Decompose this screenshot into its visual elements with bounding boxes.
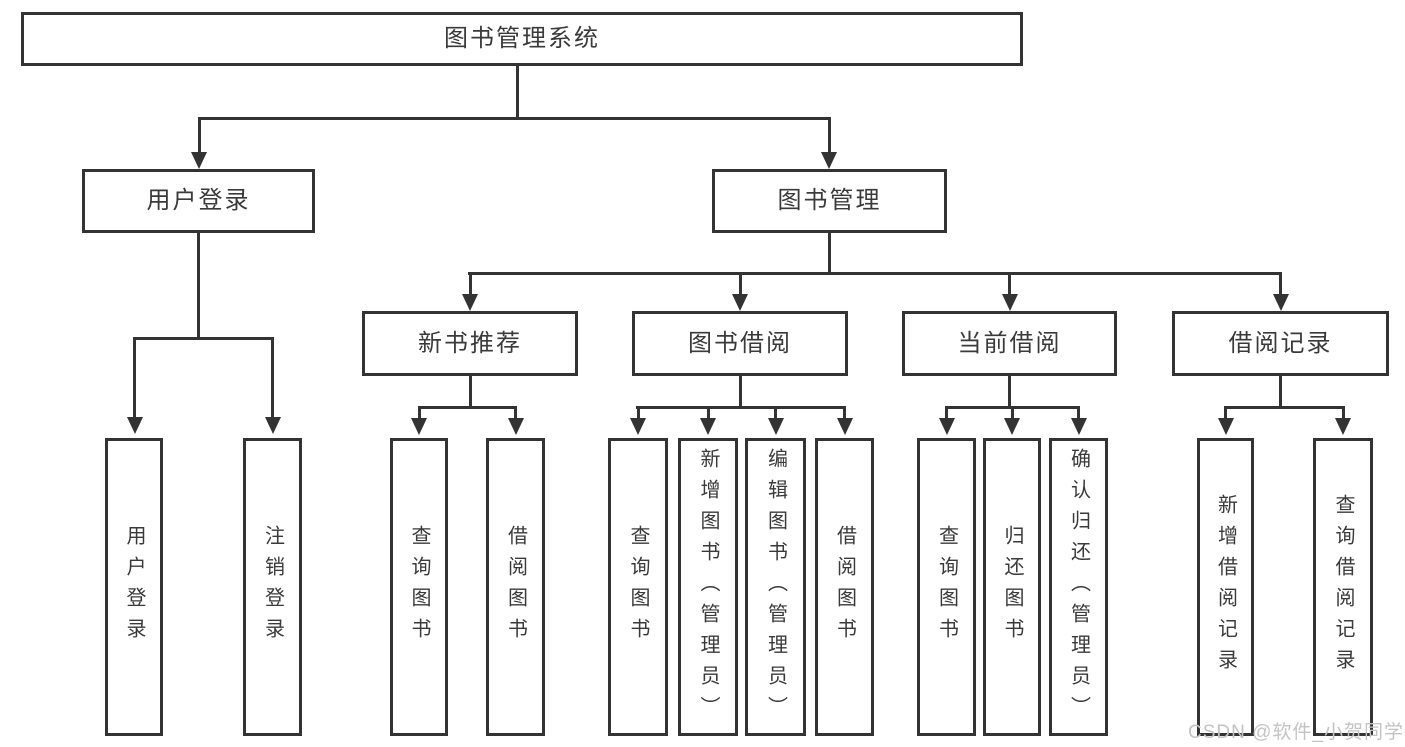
arrow-down-current-borrow (1002, 294, 1018, 311)
edge-new-book-rec-stem (469, 376, 472, 406)
node-leaf-logout-label: 注销登录 (261, 525, 284, 649)
node-borrow-records: 借阅记录 (1172, 311, 1389, 376)
edge-book-mgmt-drop (828, 117, 831, 153)
arrow-down-user-login (191, 152, 207, 169)
edge-book-borrow-stem (739, 376, 742, 406)
node-leaf-query-books-2: 查询图书 (608, 438, 668, 736)
edge-borrow-records-hbar (1224, 406, 1345, 409)
edge-leaf-borrow-books-1-drop (514, 406, 517, 419)
arrow-down-leaf-query-books-3 (939, 418, 955, 435)
node-leaf-user-login: 用户登录 (105, 438, 163, 736)
node-leaf-query-books-3: 查询图书 (917, 438, 976, 736)
node-leaf-query-books-1: 查询图书 (390, 438, 448, 736)
watermark: CSDN @软件_小贺同学 (1188, 722, 1404, 743)
node-user-login-label: 用户登录 (146, 187, 251, 214)
edge-leaf-edit-books-admin-drop (774, 406, 777, 419)
edge-leaf-logout-drop (271, 337, 274, 418)
edge-book-mgmt-stem (828, 233, 831, 272)
node-leaf-edit-books-admin: 编辑图书（管理员） (745, 438, 806, 736)
node-leaf-edit-books-admin-label: 编辑图书（管理员） (764, 447, 787, 727)
node-user-login: 用户登录 (82, 169, 315, 233)
node-leaf-borrow-books-2: 借阅图书 (815, 438, 874, 736)
arrow-down-leaf-borrow-books-2 (837, 418, 853, 435)
arrow-down-leaf-add-borrow-record (1218, 418, 1234, 435)
node-leaf-return-books-label: 归还图书 (1001, 525, 1023, 649)
arrow-down-book-borrow (732, 294, 748, 311)
edge-leaf-query-borrow-record-drop (1342, 406, 1345, 419)
edge-book-borrow-hbar (636, 406, 846, 409)
arrow-down-leaf-borrow-books-1 (508, 418, 524, 435)
arrow-down-leaf-logout (265, 417, 281, 434)
node-leaf-query-books-3-label: 查询图书 (935, 525, 958, 649)
node-book-borrow-label: 图书借阅 (688, 329, 792, 357)
node-book-mgmt-label: 图书管理 (777, 187, 882, 214)
node-leaf-query-books-1-label: 查询图书 (408, 525, 430, 649)
edge-book-mgmt-hbar (468, 272, 1281, 275)
arrow-down-leaf-query-borrow-record (1335, 418, 1351, 435)
edge-root-hbar (199, 117, 831, 120)
node-leaf-borrow-books-1: 借阅图书 (486, 438, 545, 736)
node-leaf-query-borrow-record-label: 查询借阅记录 (1332, 494, 1354, 680)
edge-borrow-records-drop (1279, 272, 1282, 295)
node-root: 图书管理系统 (21, 12, 1023, 66)
arrow-down-leaf-edit-books-admin (768, 418, 784, 435)
edge-current-borrow-drop (1008, 272, 1011, 295)
edge-current-borrow-stem (1008, 376, 1011, 406)
edge-leaf-add-books-admin-drop (707, 406, 710, 419)
edge-leaf-borrow-books-2-drop (843, 406, 846, 419)
edge-borrow-records-stem (1279, 376, 1282, 406)
node-current-borrow: 当前借阅 (902, 311, 1117, 376)
node-leaf-query-borrow-record: 查询借阅记录 (1313, 438, 1373, 736)
node-leaf-add-books-admin: 新增图书（管理员） (678, 438, 738, 736)
node-leaf-confirm-return-admin-label: 确认归还（管理员） (1067, 447, 1090, 727)
edge-book-borrow-drop (739, 272, 742, 295)
node-root-label: 图书管理系统 (444, 25, 600, 52)
edge-leaf-return-books-drop (1011, 406, 1014, 419)
node-leaf-confirm-return-admin: 确认归还（管理员） (1049, 438, 1108, 736)
edge-new-book-rec-hbar (418, 406, 517, 409)
edge-leaf-query-books-3-drop (945, 406, 948, 419)
edge-leaf-user-login-drop (133, 337, 136, 418)
node-leaf-return-books: 归还图书 (983, 438, 1041, 736)
edge-leaf-confirm-return-drop (1077, 406, 1080, 419)
node-leaf-logout: 注销登录 (243, 438, 302, 736)
node-leaf-add-borrow-record-label: 新增借阅记录 (1214, 494, 1237, 680)
edge-leaf-query-books-1-drop (418, 406, 421, 419)
node-leaf-add-books-admin-label: 新增图书（管理员） (697, 447, 719, 727)
node-leaf-add-borrow-record: 新增借阅记录 (1197, 438, 1254, 736)
arrow-down-leaf-return-books (1004, 418, 1020, 435)
arrow-down-leaf-query-books-1 (411, 418, 427, 435)
node-new-book-rec-label: 新书推荐 (418, 329, 522, 357)
arrow-down-leaf-confirm-return (1071, 418, 1087, 435)
node-leaf-borrow-books-1-label: 借阅图书 (504, 525, 527, 649)
arrow-down-leaf-query-books-2 (630, 418, 646, 435)
edge-leaf-add-borrow-record-drop (1224, 406, 1227, 419)
edge-user-login-hbar (133, 337, 274, 340)
node-borrow-records-label: 借阅记录 (1228, 329, 1333, 357)
arrow-down-new-book-rec (462, 294, 478, 311)
node-new-book-rec: 新书推荐 (362, 311, 578, 376)
arrow-down-book-mgmt (821, 152, 837, 169)
arrow-down-leaf-user-login (127, 417, 143, 434)
arrow-down-borrow-records (1273, 294, 1289, 311)
node-book-mgmt: 图书管理 (712, 169, 947, 233)
edge-new-book-rec-drop (469, 272, 472, 295)
edge-leaf-query-books-2-drop (637, 406, 640, 419)
arrow-down-leaf-add-books-admin (700, 418, 716, 435)
node-current-borrow-label: 当前借阅 (957, 329, 1062, 357)
node-leaf-user-login-label: 用户登录 (123, 525, 145, 649)
edge-root-stem (516, 66, 519, 117)
edge-user-login-drop (198, 117, 201, 153)
node-leaf-borrow-books-2-label: 借阅图书 (833, 525, 856, 649)
edge-user-login-stem (197, 233, 200, 337)
node-book-borrow: 图书借阅 (632, 311, 848, 376)
node-leaf-query-books-2-label: 查询图书 (627, 525, 649, 649)
